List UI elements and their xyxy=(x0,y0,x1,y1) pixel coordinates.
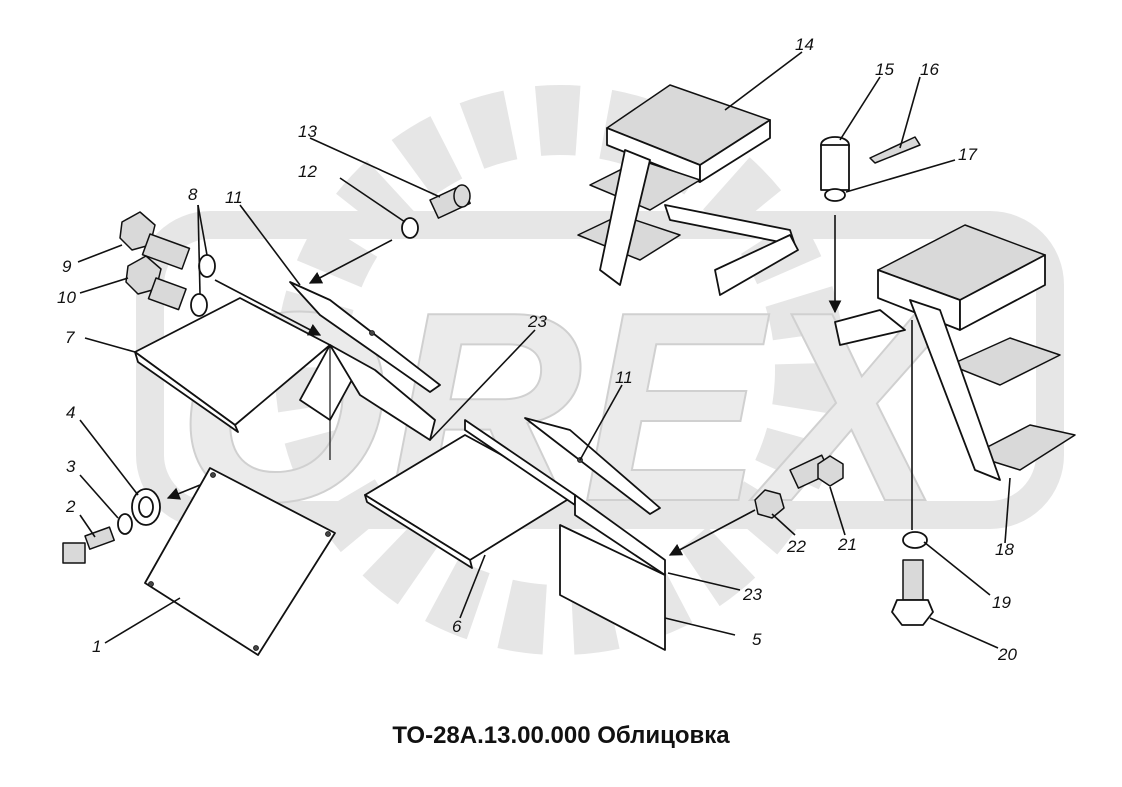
callout-numbers: 1 2 3 4 5 6 7 8 9 10 11 11 12 13 14 15 1… xyxy=(57,35,1017,664)
callout-21: 21 xyxy=(837,535,857,554)
callout-2: 2 xyxy=(65,497,76,516)
part-12-washer xyxy=(401,217,419,239)
watermark-gear xyxy=(275,85,845,655)
part-6-main-cover xyxy=(364,419,576,569)
part-2-bolt xyxy=(62,526,115,564)
part-9-bolt xyxy=(119,211,191,270)
watermark-text: OREX xyxy=(177,257,956,558)
callout-13: 13 xyxy=(298,122,317,141)
part-5-side-plate xyxy=(559,494,666,651)
diagram-caption: ТО-28А.13.00.000 Облицовка xyxy=(392,722,730,749)
callout-14: 14 xyxy=(795,35,814,54)
part-20-bolt xyxy=(891,559,934,626)
part-8-washers xyxy=(190,254,216,317)
leader-lines xyxy=(77,51,1011,649)
callout-5: 5 xyxy=(752,630,762,649)
part-18-step-lower xyxy=(834,224,1076,481)
callout-15: 15 xyxy=(875,60,894,79)
callout-1: 1 xyxy=(92,637,101,656)
part-17-washer xyxy=(824,188,846,202)
callout-11-upper: 11 xyxy=(225,188,243,207)
callout-3: 3 xyxy=(66,457,76,476)
part-16-cotter-pin xyxy=(869,136,921,164)
callout-6: 6 xyxy=(452,617,462,636)
callout-20: 20 xyxy=(997,645,1017,664)
part-1-cover-sheet xyxy=(144,467,336,656)
callout-11-lower: 11 xyxy=(615,368,633,387)
part-3-washer xyxy=(117,513,133,535)
callout-9: 9 xyxy=(62,257,72,276)
part-4-washer xyxy=(131,488,161,526)
callout-16: 16 xyxy=(920,60,939,79)
callout-12: 12 xyxy=(298,162,317,181)
callout-22: 22 xyxy=(786,537,806,556)
part-10-bolt xyxy=(125,255,187,311)
callout-23-upper: 23 xyxy=(527,312,547,331)
assembly-arrows xyxy=(166,215,913,556)
callout-23-lower: 23 xyxy=(742,585,762,604)
callout-4: 4 xyxy=(66,403,75,422)
part-19-washer xyxy=(902,531,928,549)
part-14-step-upper xyxy=(577,84,799,296)
callout-8: 8 xyxy=(188,185,198,204)
part-22-nut xyxy=(754,489,785,519)
callout-19: 19 xyxy=(992,593,1011,612)
part-11-bracket-upper xyxy=(289,281,441,441)
callout-17: 17 xyxy=(958,145,977,164)
part-21-bolt xyxy=(789,454,844,489)
callout-10: 10 xyxy=(57,288,76,307)
callout-18: 18 xyxy=(995,540,1014,559)
part-15-pin xyxy=(820,136,850,191)
part-13-bolt xyxy=(429,184,471,219)
callout-7: 7 xyxy=(65,328,75,347)
orex-watermark: OREX xyxy=(136,85,1064,655)
